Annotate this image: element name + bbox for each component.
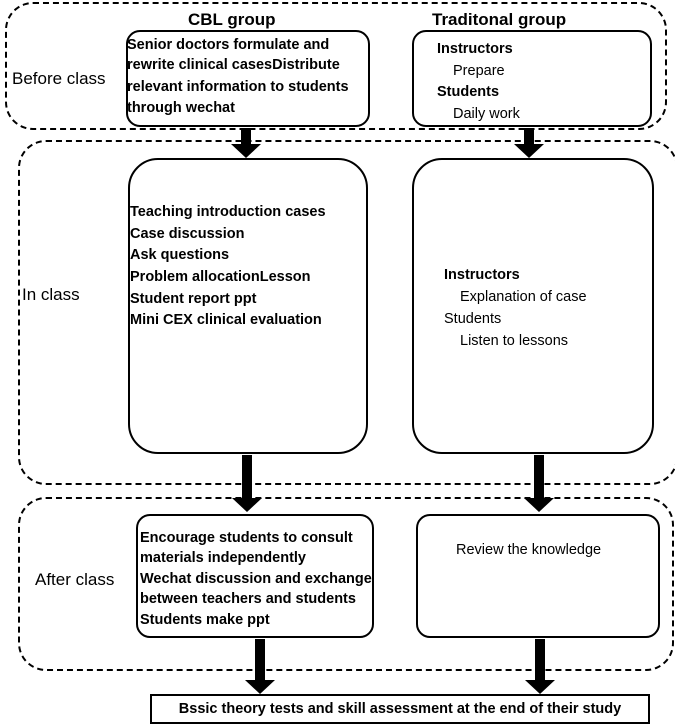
arrow-cbl-after-to-assessment bbox=[245, 639, 275, 694]
cbl-after-line-4: between teachers and students bbox=[140, 591, 356, 607]
cbl-after-line-3: Wechat discussion and exchange bbox=[140, 571, 372, 587]
arrow-cbl-in-to-after bbox=[232, 455, 262, 512]
cbl-in-class-box bbox=[128, 158, 368, 454]
cbl-after-line-5: Students make ppt bbox=[140, 612, 270, 628]
cbl-in-line-2: Case discussion bbox=[130, 226, 245, 242]
after-class-phase bbox=[18, 497, 674, 671]
cbl-after-class-box bbox=[136, 514, 374, 638]
cbl-before-class-box bbox=[126, 30, 370, 127]
traditional-before-line-2: Prepare bbox=[453, 63, 505, 79]
arrow-traditional-before-to-in bbox=[514, 128, 544, 158]
arrow-cbl-before-to-in bbox=[231, 128, 261, 158]
traditional-group-header: Traditonal group bbox=[432, 10, 567, 29]
cbl-before-line-3: relevant information to students bbox=[127, 79, 349, 95]
traditional-in-class-box bbox=[412, 158, 654, 454]
traditional-before-line-1: Instructors bbox=[437, 41, 513, 57]
traditional-in-line-4: Listen to lessons bbox=[460, 333, 569, 349]
traditional-after-text: Review the knowledge bbox=[456, 542, 602, 558]
traditional-before-line-4: Daily work bbox=[453, 106, 520, 122]
traditional-before-class-box bbox=[412, 30, 652, 127]
cbl-in-line-4: Problem allocationLesson bbox=[130, 269, 311, 285]
cbl-before-line-2: rewrite clinical casesDistribute bbox=[127, 57, 340, 73]
after-class-label: After class bbox=[35, 570, 115, 589]
in-class-phase bbox=[18, 140, 675, 485]
arrow-traditional-after-to-assessment bbox=[525, 639, 555, 694]
cbl-after-line-2: materials independently bbox=[140, 550, 306, 566]
cbl-group-header: CBL group bbox=[188, 10, 276, 29]
traditional-after-class-box bbox=[416, 514, 660, 638]
cbl-in-line-1: Teaching introduction cases bbox=[130, 204, 326, 220]
cbl-after-line-1: Encourage students to consult bbox=[140, 530, 353, 546]
cbl-before-line-4: through wechat bbox=[127, 100, 235, 116]
arrow-traditional-in-to-after bbox=[524, 455, 554, 512]
before-class-phase bbox=[5, 2, 667, 130]
traditional-in-line-3: Students bbox=[444, 311, 502, 327]
before-class-label: Before class bbox=[12, 69, 106, 88]
in-class-label: In class bbox=[22, 285, 80, 304]
final-assessment-box: Bssic theory tests and skill assessment … bbox=[150, 694, 650, 724]
traditional-before-line-3: Students bbox=[437, 84, 500, 100]
traditional-in-line-1: Instructors bbox=[444, 267, 520, 283]
cbl-before-line-1: Senior doctors formulate and bbox=[127, 37, 330, 53]
cbl-in-line-3: Ask questions bbox=[130, 247, 230, 263]
traditional-in-line-2: Explanation of case bbox=[460, 289, 587, 305]
cbl-in-line-5: Student report ppt bbox=[130, 291, 257, 307]
cbl-in-line-6: Mini CEX clinical evaluation bbox=[130, 312, 322, 328]
